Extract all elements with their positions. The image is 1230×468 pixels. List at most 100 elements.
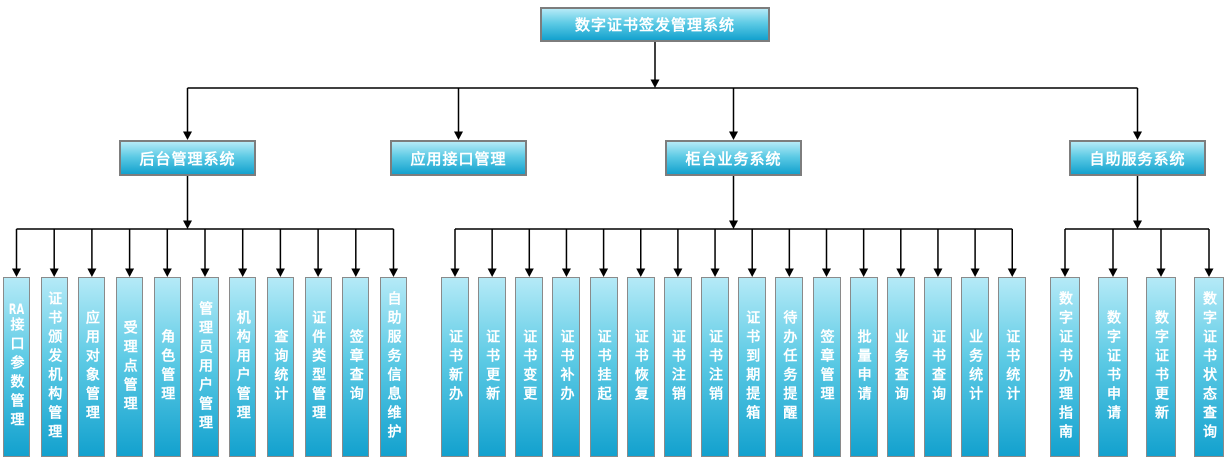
leaf-node-label: 签章管理 — [818, 329, 835, 405]
leaf-node: 查询统计 — [266, 277, 294, 457]
leaf-node-label: 待办任务提醒 — [781, 310, 798, 424]
arrowhead-down-icon — [1156, 268, 1166, 277]
leaf-node: 证书恢复 — [626, 277, 655, 457]
arrowhead-down-icon — [561, 268, 571, 277]
branch-node-2: 柜台业务系统 — [665, 140, 802, 176]
arrowhead-down-icon — [822, 268, 831, 277]
leaf-node: 数字证书办理指南 — [1050, 277, 1080, 457]
leaf-node: 证书到期提箱 — [738, 277, 767, 457]
arrowhead-down-icon — [125, 268, 135, 277]
arrowhead-down-icon — [183, 220, 192, 229]
leaf-node: 证书变更 — [515, 277, 544, 457]
leaf-node-label: 证书查询 — [929, 329, 946, 405]
leaf-node-label: 角色管理 — [159, 329, 176, 405]
leaf-node: 证件类型管理 — [304, 277, 332, 457]
arrowhead-down-icon — [1133, 220, 1142, 229]
leaf-node-label: 受理点管理 — [121, 319, 138, 415]
arrowhead-down-icon — [524, 268, 534, 277]
arrowhead-down-icon — [87, 268, 97, 277]
arrowhead-down-icon — [1108, 268, 1118, 277]
arrowhead-down-icon — [729, 131, 738, 140]
arrowhead-down-icon — [389, 268, 398, 277]
leaf-node-label: 证书统计 — [1004, 329, 1021, 405]
leaf-node: 证书挂起 — [589, 277, 618, 457]
arrowhead-down-icon — [650, 79, 660, 88]
leaf-node-label: 证书注销 — [669, 329, 686, 405]
leaf-node: 证书注销 — [663, 277, 692, 457]
leaf-node-label: 机构用户管理 — [234, 310, 251, 424]
leaf-node-label: 查询统计 — [272, 329, 289, 405]
arrowhead-down-icon — [238, 268, 248, 277]
arrowhead-down-icon — [747, 268, 757, 277]
leaf-node-label: 证件类型管理 — [310, 310, 327, 424]
leaf-node-label: 数字证书办理指南 — [1057, 291, 1073, 443]
branch-node-1: 应用接口管理 — [390, 140, 527, 176]
branch-node-3: 自助服务系统 — [1069, 140, 1206, 176]
leaf-node: 证书补办 — [552, 277, 581, 457]
leaf-node: 数字证书申请 — [1098, 277, 1128, 457]
leaf-node-label: 管理员用户管理 — [197, 300, 213, 434]
arrowhead-down-icon — [313, 268, 323, 277]
arrowhead-down-icon — [275, 268, 285, 277]
leaf-node-label: 数字证书更新 — [1153, 310, 1169, 424]
leaf-node: 管理员用户管理 — [191, 277, 219, 457]
arrowhead-down-icon — [896, 268, 906, 277]
branch-node-0: 后台管理系统 — [119, 140, 256, 176]
arrowhead-down-icon — [487, 268, 497, 277]
leaf-node-label: 自助服务信息维护 — [385, 291, 402, 443]
leaf-node-label: 证书新办 — [447, 329, 463, 405]
leaf-node: 机构用户管理 — [229, 277, 257, 457]
leaf-node-label: 证书补办 — [558, 329, 575, 405]
leaf-node-label: 签章查询 — [347, 329, 364, 405]
leaf-node-label: 证书恢复 — [632, 329, 649, 405]
arrowhead-down-icon — [729, 220, 738, 229]
leaf-node: 证书新办 — [441, 277, 469, 457]
leaf-node-label: 业务查询 — [892, 329, 909, 405]
arrowhead-down-icon — [1060, 268, 1070, 277]
leaf-node-label: 证书挂起 — [595, 329, 612, 405]
arrowhead-down-icon — [450, 268, 460, 277]
arrowhead-down-icon — [673, 268, 683, 277]
arrowhead-down-icon — [1007, 268, 1017, 277]
leaf-node-label: 证书到期提箱 — [744, 310, 761, 424]
leaf-node: 待办任务提醒 — [775, 277, 804, 457]
arrowhead-down-icon — [636, 268, 646, 277]
leaf-node: 业务统计 — [961, 277, 990, 457]
arrowhead-down-icon — [49, 268, 59, 277]
arrowhead-down-icon — [183, 131, 192, 140]
leaf-node: 自助服务信息维护 — [380, 277, 407, 457]
node-root: 数字证书签发管理系统 — [540, 7, 770, 42]
arrowhead-down-icon — [933, 268, 943, 277]
leaf-node-label: 应用对象管理 — [83, 310, 100, 424]
leaf-node: 证书颁发机构管理 — [40, 277, 68, 457]
leaf-node: 数字证书更新 — [1146, 277, 1176, 457]
arrowhead-down-icon — [351, 268, 361, 277]
leaf-node: 签章查询 — [342, 277, 370, 457]
leaf-node: 批量申请 — [849, 277, 878, 457]
arrowhead-down-icon — [12, 268, 21, 277]
leaf-node-label: 证书变更 — [521, 329, 538, 405]
leaf-node: 证书查询 — [923, 277, 952, 457]
leaf-node: 业务查询 — [886, 277, 915, 457]
arrowhead-down-icon — [200, 268, 210, 277]
arrowhead-down-icon — [710, 268, 720, 277]
arrowhead-down-icon — [162, 268, 172, 277]
arrowhead-down-icon — [1133, 131, 1142, 140]
leaf-node-label: 批量申请 — [855, 329, 872, 405]
leaf-node-label: 证书注销 — [707, 329, 724, 405]
leaf-node: RA接口参数管理 — [3, 277, 30, 457]
leaf-node-label: 数字证书状态查询 — [1201, 291, 1217, 443]
leaf-node: 受理点管理 — [116, 277, 144, 457]
arrowhead-down-icon — [454, 131, 463, 140]
leaf-node: 数字证书状态查询 — [1194, 277, 1224, 457]
leaf-node: 证书统计 — [998, 277, 1027, 457]
leaf-node-label: RA接口参数管理 — [8, 303, 25, 431]
leaf-node: 证书更新 — [478, 277, 507, 457]
leaf-node-label: 证书更新 — [484, 329, 501, 405]
leaf-node: 签章管理 — [812, 277, 841, 457]
leaf-node: 角色管理 — [153, 277, 181, 457]
arrowhead-down-icon — [784, 268, 794, 277]
arrowhead-down-icon — [599, 268, 609, 277]
